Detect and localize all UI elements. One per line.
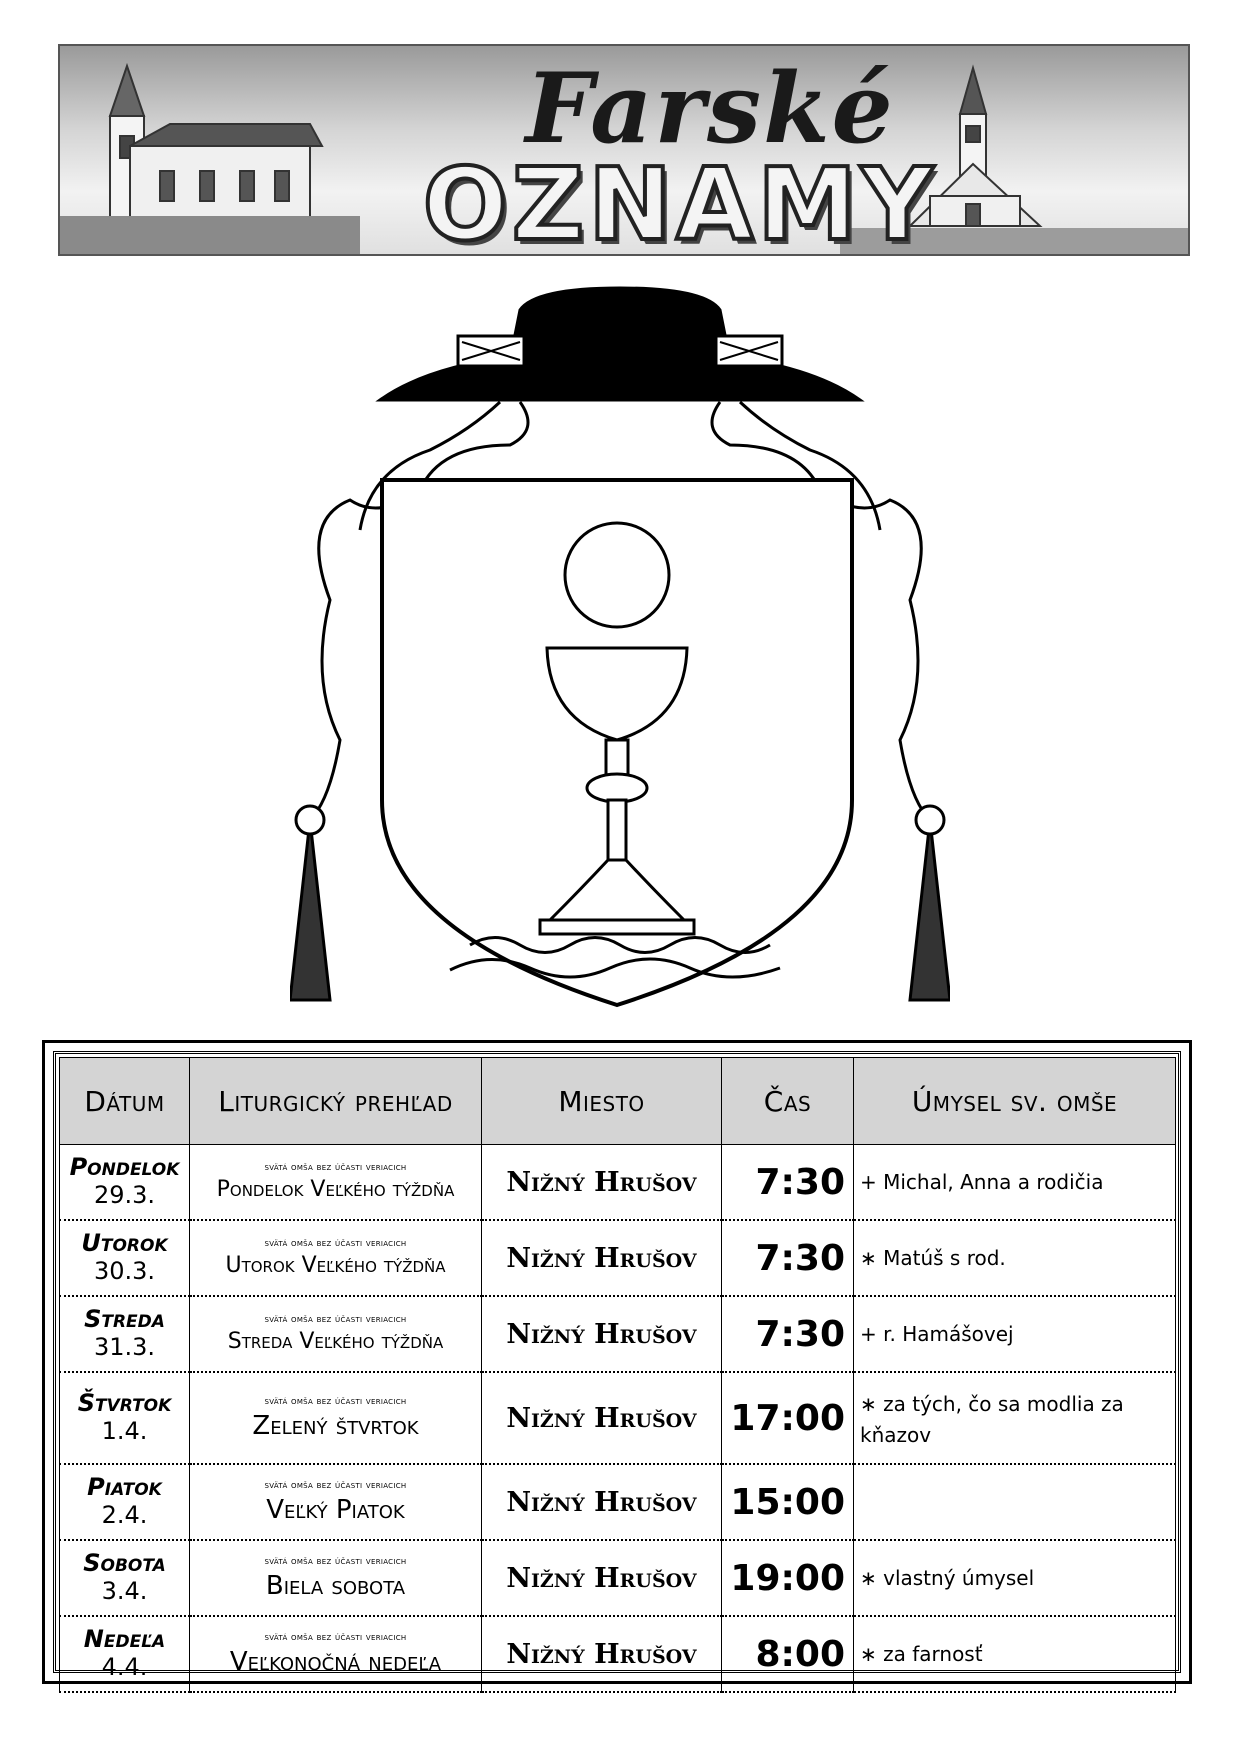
place-cell: Nižný Hrušov	[481, 1295, 722, 1373]
time-cell: 19:00	[721, 1539, 854, 1617]
schedule-frame: Dátum Liturgický prehľad Miesto Čas Úmys…	[42, 1040, 1192, 1693]
mass-note: svätá omša bez účasti veriacich	[264, 1238, 407, 1249]
time-cell: 15:00	[721, 1463, 854, 1541]
time-cell: 17:00	[721, 1371, 854, 1465]
liturgy-title: Pondelok Veľkého týždňa	[216, 1177, 455, 1202]
day-name: Štvrtok	[77, 1389, 172, 1418]
banner-script-title: Farské	[525, 52, 895, 165]
intention-cell	[853, 1463, 1176, 1541]
intention-cell: ∗ Matúš s rod.	[853, 1219, 1176, 1297]
day-date: 1.4.	[101, 1417, 148, 1445]
day-name: Sobota	[83, 1549, 166, 1578]
header-place: Miesto	[481, 1057, 722, 1145]
liturgy-title: Veľký Piatok	[266, 1494, 405, 1525]
left-church-icon	[108, 62, 324, 227]
place-cell: Nižný Hrušov	[481, 1539, 722, 1617]
schedule-table: Dátum Liturgický prehľad Miesto Čas Úmys…	[59, 1057, 1176, 1693]
place-cell: Nižný Hrušov	[481, 1219, 722, 1297]
intention-cell: ∗ za farnosť	[853, 1615, 1176, 1693]
header-liturgy: Liturgický prehľad	[189, 1057, 482, 1145]
time-cell: 8:00	[721, 1615, 854, 1693]
day-name: Utorok	[81, 1229, 168, 1258]
intention-cell: ∗ vlastný úmysel	[853, 1539, 1176, 1617]
place-cell: Nižný Hrušov	[481, 1615, 722, 1693]
day-date: 4.4.	[101, 1653, 148, 1681]
place-cell: Nižný Hrušov	[481, 1144, 722, 1221]
day-name: Pondelok	[69, 1153, 180, 1182]
day-date: 29.3.	[93, 1181, 156, 1209]
header-intention: Úmysel sv. omše	[853, 1057, 1176, 1145]
intention-cell: ∗ za tých, čo sa modlia za kňazov	[853, 1371, 1176, 1465]
day-date: 3.4.	[101, 1577, 148, 1605]
time-cell: 7:30	[721, 1144, 854, 1221]
intention-cell: + r. Hamášovej	[853, 1295, 1176, 1373]
place-cell: Nižný Hrušov	[481, 1371, 722, 1465]
intention-cell: + Michal, Anna a rodičia	[853, 1144, 1176, 1221]
mass-note: svätá omša bez účasti veriacich	[264, 1555, 407, 1567]
liturgy-title: Streda Veľkého týždňa	[227, 1329, 444, 1354]
mass-note: svätá omša bez účasti veriacich	[264, 1631, 407, 1643]
right-church-icon	[907, 64, 1043, 227]
mass-note: svätá omša bez účasti veriacich	[264, 1162, 407, 1173]
liturgy-title: Zelený štvrtok	[252, 1410, 419, 1441]
table-header-row: Dátum Liturgický prehľad Miesto Čas Úmys…	[59, 1057, 1176, 1145]
header-date: Dátum	[59, 1057, 190, 1145]
time-cell: 7:30	[721, 1219, 854, 1297]
day-name: Piatok	[87, 1473, 162, 1502]
header-time: Čas	[721, 1057, 854, 1145]
coat-of-arms-icon	[290, 286, 950, 1008]
mass-note: svätá omša bez účasti veriacich	[264, 1314, 407, 1325]
banner: Farské OZNAMY	[58, 44, 1190, 256]
liturgy-title: Utorok Veľkého týždňa	[225, 1253, 446, 1278]
mass-note: svätá omša bez účasti veriacich	[264, 1395, 407, 1407]
day-date: 30.3.	[93, 1257, 156, 1285]
churches-illustration	[60, 62, 1188, 254]
day-name: Streda	[84, 1305, 165, 1334]
day-name: Nedeľa	[83, 1625, 166, 1654]
liturgy-title: Veľkonočná nedeľa	[229, 1646, 442, 1677]
liturgy-title: Biela sobota	[265, 1570, 406, 1601]
banner-main-title: OZNAMY	[421, 144, 938, 256]
time-cell: 7:30	[721, 1295, 854, 1373]
day-date: 2.4.	[101, 1501, 148, 1529]
day-date: 31.3.	[93, 1333, 156, 1361]
mass-note: svätá omša bez účasti veriacich	[264, 1479, 407, 1491]
place-cell: Nižný Hrušov	[481, 1463, 722, 1541]
